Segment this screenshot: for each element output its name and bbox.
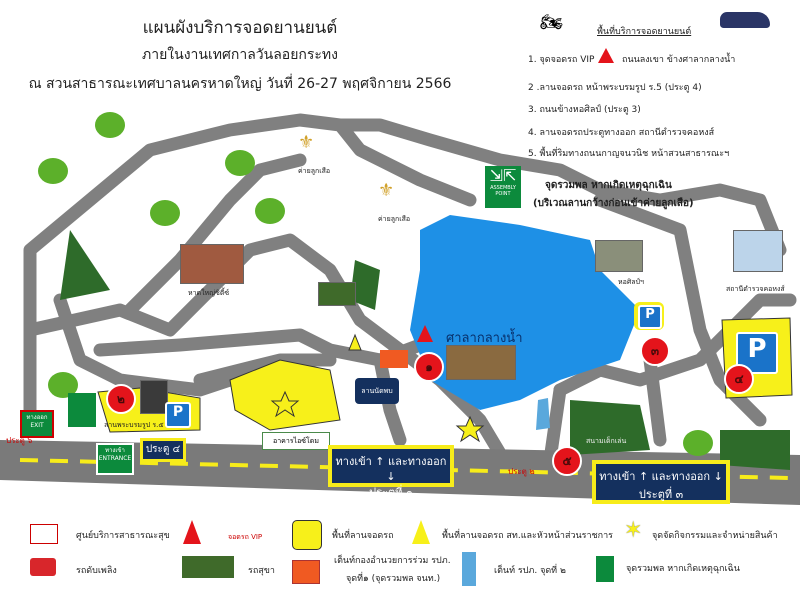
monument-statue	[140, 380, 168, 414]
label-sala-klang-nam: ศาลากลางน้ำ	[446, 331, 523, 346]
label-monument-plaza: ลานพระบรมรูป ร.๕	[104, 421, 164, 429]
parking-marker-5[interactable]: ๕	[552, 446, 582, 476]
parking-item-3: 3. ถนนข้างหอศิลป์ (ประตู 3)	[528, 105, 641, 115]
legend-staff-parking: พื้นที่ลานจอดรถ สท.และหัวหน้าส่วนราชการ	[442, 531, 613, 541]
parking-item-4: 4. ลานจอดรถประตูทางออก สถานีตำรวจคอหงส์	[528, 128, 715, 138]
parking-item-5: 5. พื้นที่ริมทางถนนกาญจนวนิช หน้าสวนสาธา…	[528, 149, 730, 159]
parking-item-2: 2 .ลานจอดรถ หน้าพระบรมรูป ร.5 (ประตู 4)	[528, 83, 702, 93]
parking-marker-4[interactable]: ๔	[724, 364, 754, 394]
label-art-gallery: หอศิลป์ฯ	[618, 278, 644, 286]
label-meeting-point: ลานนัดพบ	[355, 378, 399, 404]
gate-2-label: ประตู ๒	[508, 467, 535, 476]
assembly-point-icon: ⇲⇱ASSEMBLY POINT	[485, 166, 521, 208]
car-icon	[720, 12, 770, 28]
tree-icon	[95, 112, 125, 138]
legend-tent-1-line2: จุดที่๑ (จุดรวมพล จนท.)	[346, 574, 441, 584]
legend-health-center: ศูนย์บริการสาธารณะสุข	[76, 531, 170, 541]
map-title: แผนผังบริการจอดยานยนต์	[142, 18, 338, 38]
staff-parking-triangle-icon	[412, 520, 430, 544]
assembly-note-line2: (บริเวณลานกว้างก่อนเข้าค่ายลูกเสือ)	[533, 198, 694, 209]
gate-3-sign: ทางเข้า ↑ และทางออก ↓ประตูที่ ๓	[592, 460, 730, 504]
legend-tent-2: เต็นท์ รปภ. จุดที่ ๒	[494, 566, 566, 576]
gate-1-sign: ทางเข้า ↑ และทางออก ↓ประตูที่ ๑	[328, 445, 454, 499]
assembly-point-icon	[596, 556, 614, 582]
tent-1	[380, 350, 408, 368]
legend-fire-truck: รถดับเพลิง	[76, 566, 117, 576]
command-tent-icon	[292, 560, 320, 584]
parking-marker-1[interactable]: ๑	[414, 352, 444, 382]
ambulance-icon	[30, 524, 58, 544]
parking-sign: P	[638, 305, 662, 329]
map-location-date: ณ สวนสาธารณะเทศบาลนครหาดใหญ่ วันที่ 26-2…	[28, 76, 452, 92]
city-photo	[180, 244, 244, 284]
parking-item-1: 1. จุดจอดรถ VIP	[528, 55, 595, 65]
tree-icon	[683, 430, 713, 456]
tree-icon	[255, 198, 285, 224]
tree-icon	[150, 200, 180, 226]
assembly-point-icon	[68, 393, 96, 427]
gate-6-label: ประตู ๖	[6, 436, 33, 445]
label-police-station: สถานีตำรวจคอหงส์	[726, 285, 785, 293]
label-hatyai-city: หาดใหญ่ซิตี้ซ์	[188, 289, 230, 297]
legend-toilet-truck: รถสุขา	[248, 566, 275, 576]
legend-assembly: จุดรวมพล หากเกิดเหตุฉุกเฉิน	[626, 564, 740, 574]
vip-triangle-icon	[598, 48, 614, 63]
activity-star-icon: ✶	[624, 518, 643, 543]
label-scout-camp: ค่ายลูกเสือ	[298, 167, 331, 175]
legend-vip: จอดรถ VIP	[228, 533, 263, 541]
legend-tent-1-line1: เต็นท์กองอำนวยการร่วม รปภ.	[334, 556, 451, 566]
vip-triangle-icon	[183, 520, 201, 544]
assembly-note-line1: จุดรวมพล หากเกิดเหตุฉุกเฉิน	[545, 180, 672, 191]
legend-parking: พื้นที่ลานจอดรถ	[332, 531, 394, 541]
tree-icon	[38, 158, 68, 184]
parking-list-heading: พื้นที่บริการจอดยานยนต์	[597, 27, 692, 37]
tree-icon	[225, 150, 255, 176]
legend-activity: จุดจัดกิจกรรมและจำหน่ายสินค้า	[652, 531, 778, 541]
label-ice-dome: อาคารไอซ์โดม	[262, 432, 330, 450]
label-scout-camp-2: ค่ายลูกเสือ	[378, 215, 411, 223]
vip-marker	[417, 325, 433, 342]
label-playground: สนามเด็กเล่น	[586, 437, 627, 445]
map-subtitle: ภายในงานเทศกาลวันลอยกระทง	[142, 47, 338, 63]
fire-truck-icon	[30, 558, 56, 576]
parking-item-1-location: ถนนลงเขา ข้างศาลากลางน้ำ	[622, 55, 736, 65]
toilet-truck-icon	[318, 282, 356, 306]
motorcycle-icon: 🏍	[540, 12, 563, 33]
gate-4-label: ประตู ๔	[140, 438, 186, 462]
art-gallery-photo	[595, 240, 643, 272]
parking-area-icon	[292, 520, 322, 550]
parking-sign: P	[165, 402, 191, 428]
parking-marker-3[interactable]: ๓	[640, 336, 670, 366]
scout-emblem-icon: ⚜	[378, 180, 395, 201]
police-station-icon	[733, 230, 783, 272]
scout-emblem-icon: ⚜	[298, 132, 315, 153]
security-tent-icon	[462, 552, 476, 586]
tent-2	[536, 398, 550, 430]
pavilion-photo	[446, 345, 516, 380]
toilet-truck-icon	[182, 556, 234, 578]
parking-marker-2[interactable]: ๒	[106, 384, 136, 414]
